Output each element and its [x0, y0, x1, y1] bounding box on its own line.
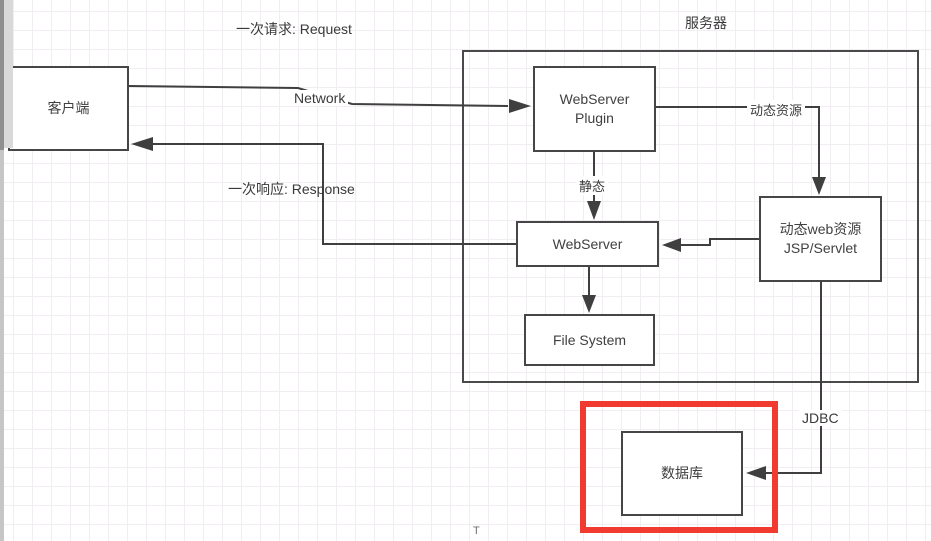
node-webserver-plugin-line2: Plugin — [575, 110, 614, 126]
jdbc-arrowhead — [746, 466, 766, 480]
node-webserver-plugin-line1: WebServer — [559, 91, 630, 107]
node-webserver-plugin: WebServer Plugin — [533, 66, 656, 152]
node-webserver: WebServer — [516, 221, 659, 267]
jsp-to-webserver-arrowhead — [662, 238, 681, 252]
static-resource-label: 静态 — [576, 176, 609, 195]
node-database: 数据库 — [621, 431, 743, 516]
node-dynamic-web-resource-line1: 动态web资源 — [779, 221, 862, 237]
node-client: 客户端 — [8, 66, 129, 151]
dynamic-resource-arrowhead — [812, 177, 826, 195]
server-frame — [462, 50, 919, 383]
node-file-system: File System — [524, 314, 655, 366]
node-dynamic-web-resource-line2: JSP/Servlet — [783, 240, 858, 256]
static-arrowhead — [587, 201, 601, 220]
request-arrowhead — [509, 99, 531, 113]
node-client-label: 客户端 — [47, 100, 90, 116]
network-label: Network — [291, 90, 349, 106]
request-label: 一次请求: Request — [236, 21, 352, 37]
left-edge-strip — [0, 0, 4, 541]
jsp-to-webserver-connector — [679, 238, 759, 246]
filesystem-arrowhead — [582, 295, 596, 313]
left-edge-strip-dark — [0, 0, 4, 150]
dynamic-resource-connector — [656, 106, 820, 178]
node-webserver-label: WebServer — [552, 235, 623, 252]
node-file-system-label: File System — [552, 331, 627, 348]
jdbc-label: JDBC — [799, 410, 842, 426]
response-label: 一次响应: Response — [228, 181, 355, 197]
node-database-label: 数据库 — [661, 465, 703, 481]
jdbc-connector — [764, 282, 822, 474]
left-edge-strip-light — [4, 0, 13, 148]
database-highlight-frame — [580, 401, 778, 533]
node-dynamic-web-resource: 动态web资源 JSP/Servlet — [759, 196, 882, 282]
response-connector — [152, 143, 517, 245]
server-title-label: 服务器 — [685, 15, 727, 31]
cursor-mark: T — [473, 525, 480, 537]
response-arrowhead — [131, 137, 153, 151]
dynamic-resource-label: 动态资源 — [747, 100, 806, 119]
